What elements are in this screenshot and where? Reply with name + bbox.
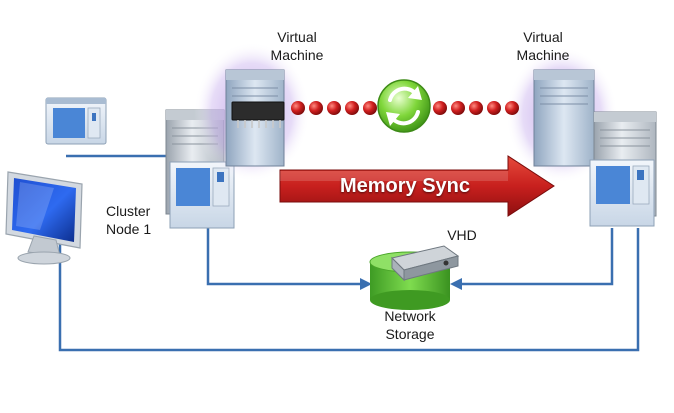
vm-left-label-line2: Machine	[270, 47, 324, 63]
vm-right-label-line2: Machine	[516, 47, 570, 63]
vm-right-server-icon	[533, 69, 595, 167]
disk-drive-icon	[391, 245, 460, 282]
link-node1-to-storage	[206, 228, 360, 286]
memory-sync-arrow	[279, 155, 555, 217]
sync-dot	[505, 101, 519, 115]
link-monitor-loop	[58, 228, 640, 352]
cluster-node-label-line1: Cluster	[106, 203, 151, 219]
network-storage-label-line1: Network	[384, 308, 436, 324]
link-arrowheads	[360, 278, 462, 290]
vhd-label: VHD	[447, 227, 477, 243]
desktop-window-icon	[45, 97, 107, 145]
arrowhead-to-storage-right	[450, 278, 462, 290]
cluster-node-1-window-icon	[169, 161, 235, 229]
sync-dot	[433, 101, 447, 115]
sync-dot	[291, 101, 305, 115]
sync-dot-chain	[291, 101, 519, 115]
network-storage-label-line2: Storage	[385, 326, 435, 342]
memory-sync-label: Memory Sync	[339, 175, 471, 197]
sync-dot	[469, 101, 483, 115]
link-node2-to-storage	[462, 228, 614, 286]
monitor-icon	[5, 171, 83, 265]
vm-left-label-line1: Virtual	[277, 29, 317, 45]
vm-right-label-line1: Virtual	[523, 29, 563, 45]
memory-chip-icon	[231, 101, 285, 128]
cluster-node-2-window-icon	[589, 159, 655, 227]
network-links	[58, 154, 640, 352]
sync-dot	[451, 101, 465, 115]
sync-dot	[363, 101, 377, 115]
sync-dot	[345, 101, 359, 115]
sync-dot	[487, 101, 501, 115]
sync-dot	[327, 101, 341, 115]
sync-dot	[309, 101, 323, 115]
sync-icon	[377, 79, 431, 133]
cluster-node-label-line2: Node 1	[106, 221, 152, 237]
arrowhead-to-storage-left	[360, 278, 372, 290]
